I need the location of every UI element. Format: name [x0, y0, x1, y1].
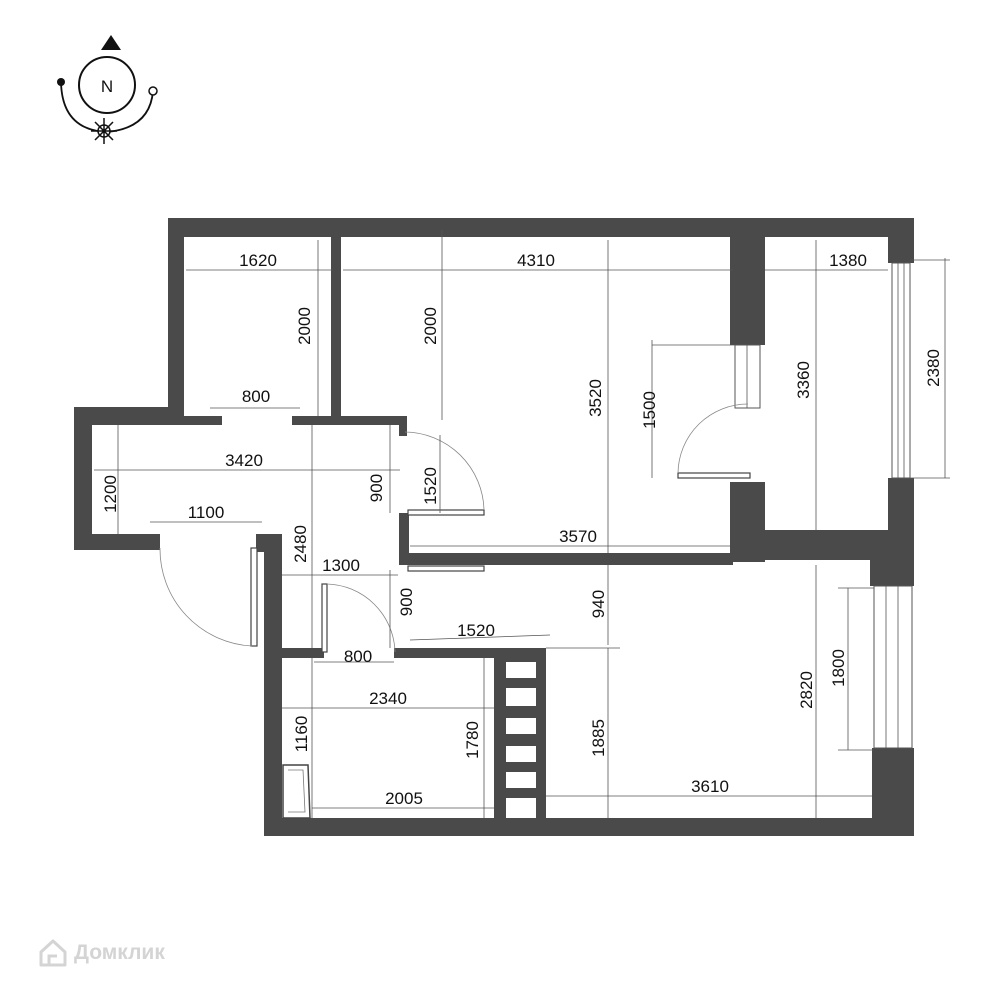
- dim-label: 1780: [463, 721, 482, 759]
- dim-label: 2005: [385, 789, 423, 808]
- north-arrow-icon: [101, 35, 121, 50]
- dim-label: 1100: [188, 503, 225, 522]
- watermark-brand: Домклик: [74, 941, 165, 964]
- house-logo-icon: [39, 939, 67, 967]
- dim-label: 1520: [421, 467, 440, 505]
- shower-tray-icon: [282, 764, 311, 819]
- compass: N: [57, 35, 158, 144]
- main-room-door: [404, 431, 485, 516]
- sun-icon: [91, 118, 117, 144]
- dim-label: 3520: [586, 379, 605, 417]
- dim-label: 3360: [794, 361, 813, 399]
- dim-label: 2380: [924, 349, 943, 387]
- bathroom-door: [321, 583, 396, 653]
- balcony-door: [734, 344, 761, 409]
- dim-label: 3610: [691, 777, 729, 796]
- room-door: [407, 565, 485, 572]
- doors: [159, 403, 751, 653]
- sunrise-dot-icon: [57, 78, 65, 86]
- walls: [74, 218, 914, 836]
- dim-label: 2000: [421, 307, 440, 345]
- balcony-window: [891, 262, 911, 479]
- dim-label: 1620: [239, 251, 277, 270]
- dim-label: 1300: [322, 556, 360, 575]
- dim-label: 1885: [589, 719, 608, 757]
- dim-label: 4310: [517, 251, 555, 270]
- room-window: [873, 585, 913, 749]
- dim-label: 900: [397, 588, 416, 616]
- balcony-swing-door: [677, 403, 751, 479]
- dim-label: 1520: [457, 621, 495, 640]
- dim-label: 1160: [292, 716, 311, 753]
- sunset-dot-icon: [148, 86, 158, 96]
- dimension-lines: [94, 230, 950, 818]
- north-label: N: [101, 77, 113, 96]
- dim-label: 800: [344, 647, 372, 666]
- dim-label: 2340: [369, 689, 407, 708]
- compass-circle: [78, 56, 136, 114]
- entrance-door: [159, 547, 258, 647]
- dim-label: 900: [367, 474, 386, 502]
- dim-label: 940: [589, 590, 608, 618]
- dim-label: 2480: [291, 525, 310, 563]
- bathroom-fixtures: [282, 764, 311, 819]
- watermark: Домклик: [38, 938, 165, 968]
- dim-label: 800: [242, 387, 270, 406]
- dim-label: 1380: [829, 251, 867, 270]
- dim-label: 1200: [101, 475, 120, 513]
- dimension-labels: 1620 4310 1380 2000 2000 3520 1500 3360 …: [101, 251, 943, 808]
- dim-label: 2000: [295, 307, 314, 345]
- dim-label: 3570: [559, 527, 597, 546]
- dim-label: 3420: [225, 451, 263, 470]
- windows: [734, 262, 913, 749]
- dim-label: 1800: [829, 649, 848, 687]
- dim-label: 1500: [640, 391, 659, 429]
- dim-label: 2820: [797, 671, 816, 709]
